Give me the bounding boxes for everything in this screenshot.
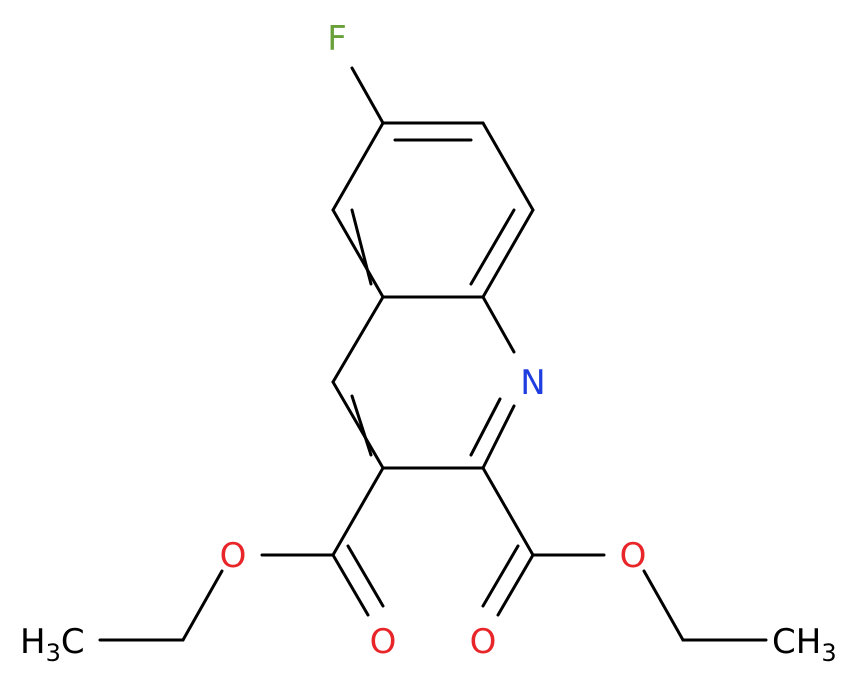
bond-c6-c7 [481,121,535,212]
bond-c5-c4 [331,121,385,212]
atom-oxygen-ester-left: O [220,536,247,576]
bond-carbonyl-o-left-a [331,553,370,617]
methyl-right-subscript: 3 [821,639,836,667]
bond-carbonyl-o-right-b [481,544,520,608]
atom-oxygen-carbonyl-right: O [470,622,497,662]
benzene-ring-bonds [331,121,535,299]
bond-c3-carbonyl-left [331,466,385,557]
atom-methyl-left: H3C [20,622,85,667]
bond-c4a-c5-inner [350,208,373,286]
atom-oxygen-ester-right: O [620,536,647,576]
atom-nitrogen: N [520,363,545,403]
bond-c2-carbonyl-right [481,466,535,557]
bond-carbonyl-o-left-b [346,544,385,608]
left-ester-bonds [98,466,385,642]
atom-oxygen-carbonyl-left: O [370,622,397,662]
bond-c4-c4a [331,295,385,384]
methyl-left-c: C [61,622,85,662]
bond-c7-c8a [481,208,535,299]
bond-o-ch2-left [181,569,224,642]
bond-c3-c4 [331,380,385,470]
methyl-left-h: H [20,622,46,662]
right-ester-bonds [481,466,768,642]
bond-c3-c4-inner [350,394,373,457]
methyl-right-ch: CH [772,622,821,662]
bond-c8a-n [481,295,516,354]
bond-o-ch2-right [642,569,685,642]
pyridine-ring-bonds [331,295,516,470]
bond-n-c2 [481,404,516,470]
bond-n-c2-inner [469,397,502,457]
methyl-left-subscript: 3 [46,639,61,667]
atom-fluorine: F [327,19,347,59]
bond-carbonyl-o-right-a [496,553,535,617]
bond-c4a-c5 [331,208,385,299]
atom-methyl-right: CH3 [772,622,837,667]
bond-c7-c8a-inner [469,208,516,286]
bond-c6-f [350,66,385,125]
